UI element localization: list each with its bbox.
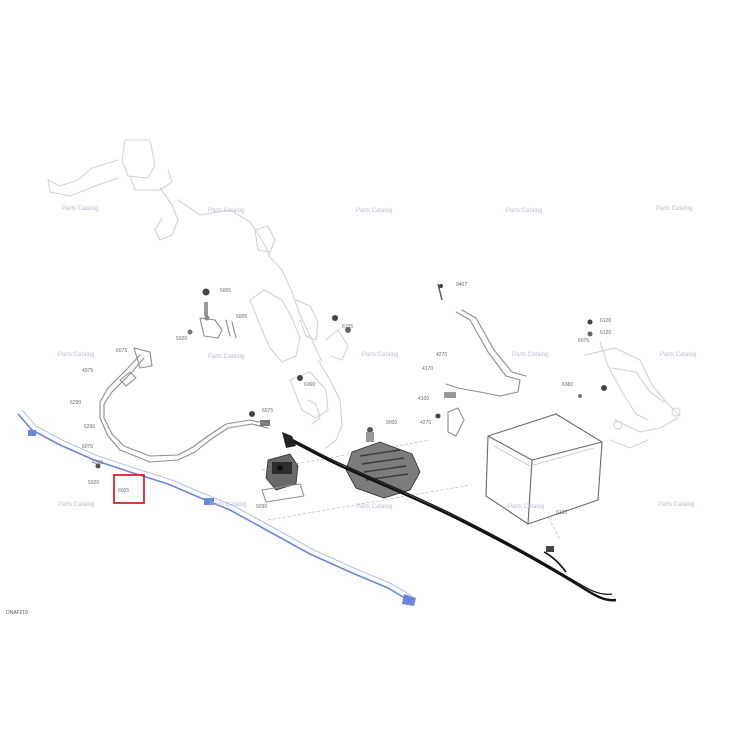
part-label: 6075 [116, 348, 127, 354]
part-label: 4270 [436, 352, 447, 358]
watermark: Parts Catalog [656, 206, 692, 212]
part-label: 5020 [88, 480, 99, 486]
watermark: Parts Catalog [62, 206, 98, 212]
watermark: Parts Catalog [356, 504, 392, 510]
part-label: 9290 [256, 504, 267, 510]
solenoid [261, 453, 305, 503]
bracket-hardware [578, 319, 607, 398]
battery-strap [435, 283, 527, 437]
part-label: 6060 [304, 382, 315, 388]
highlight-box [113, 474, 145, 504]
watermark: Parts Catalog [512, 352, 548, 358]
bolts-cluster [187, 288, 351, 426]
part-callouts: 5005 5005 5020 9407 6155 6060 6075 4075 … [70, 282, 611, 516]
watermark: Parts Catalog [506, 208, 542, 214]
watermark: Parts Catalog [58, 352, 94, 358]
drawing-id: DNAF219 [6, 610, 28, 616]
ghosted-bracket [584, 341, 681, 449]
watermark: Parts Catalog [210, 502, 246, 508]
ghosted-frame [47, 139, 349, 449]
part-label: 6070 [82, 444, 93, 450]
part-label: 4170 [422, 366, 433, 372]
voltage-regulator [345, 427, 421, 499]
part-label: 4100 [418, 396, 429, 402]
part-label: 4205 [92, 460, 103, 466]
black-cable [282, 432, 617, 602]
positive-cable [99, 347, 269, 463]
watermark: Parts Catalog [658, 502, 694, 508]
part-label: 6190 [556, 510, 567, 516]
part-label: 6120 [600, 330, 611, 336]
part-label: 6075 [578, 338, 589, 344]
part-label: 4270 [420, 420, 431, 426]
watermark: Parts Catalog [362, 352, 398, 358]
part-label: 6155 [342, 324, 353, 330]
part-label: 5005 [236, 314, 247, 320]
watermark: Parts Catalog [660, 352, 696, 358]
part-label: 6380 [562, 382, 573, 388]
part-label: 6290 [84, 424, 95, 430]
watermark: Parts Catalog [58, 502, 94, 508]
part-label: 9407 [456, 282, 467, 288]
part-label: 6120 [600, 318, 611, 324]
part-label: 6075 [262, 408, 273, 414]
part-label: 9000 [386, 420, 397, 426]
part-label: 5005 [220, 288, 231, 294]
watermarks: Parts Catalog Parts Catalog Parts Catalo… [58, 206, 696, 510]
watermark: Parts Catalog [208, 354, 244, 360]
watermark: Parts Catalog [356, 208, 392, 214]
battery [485, 413, 603, 525]
wiring-harness [17, 409, 416, 606]
part-label: 5020 [176, 336, 187, 342]
watermark: Parts Catalog [208, 208, 244, 214]
watermark: Parts Catalog [508, 504, 544, 510]
part-label: 6005 [118, 488, 129, 494]
part-label: 4075 [82, 368, 93, 374]
part-label: 6290 [70, 400, 81, 406]
